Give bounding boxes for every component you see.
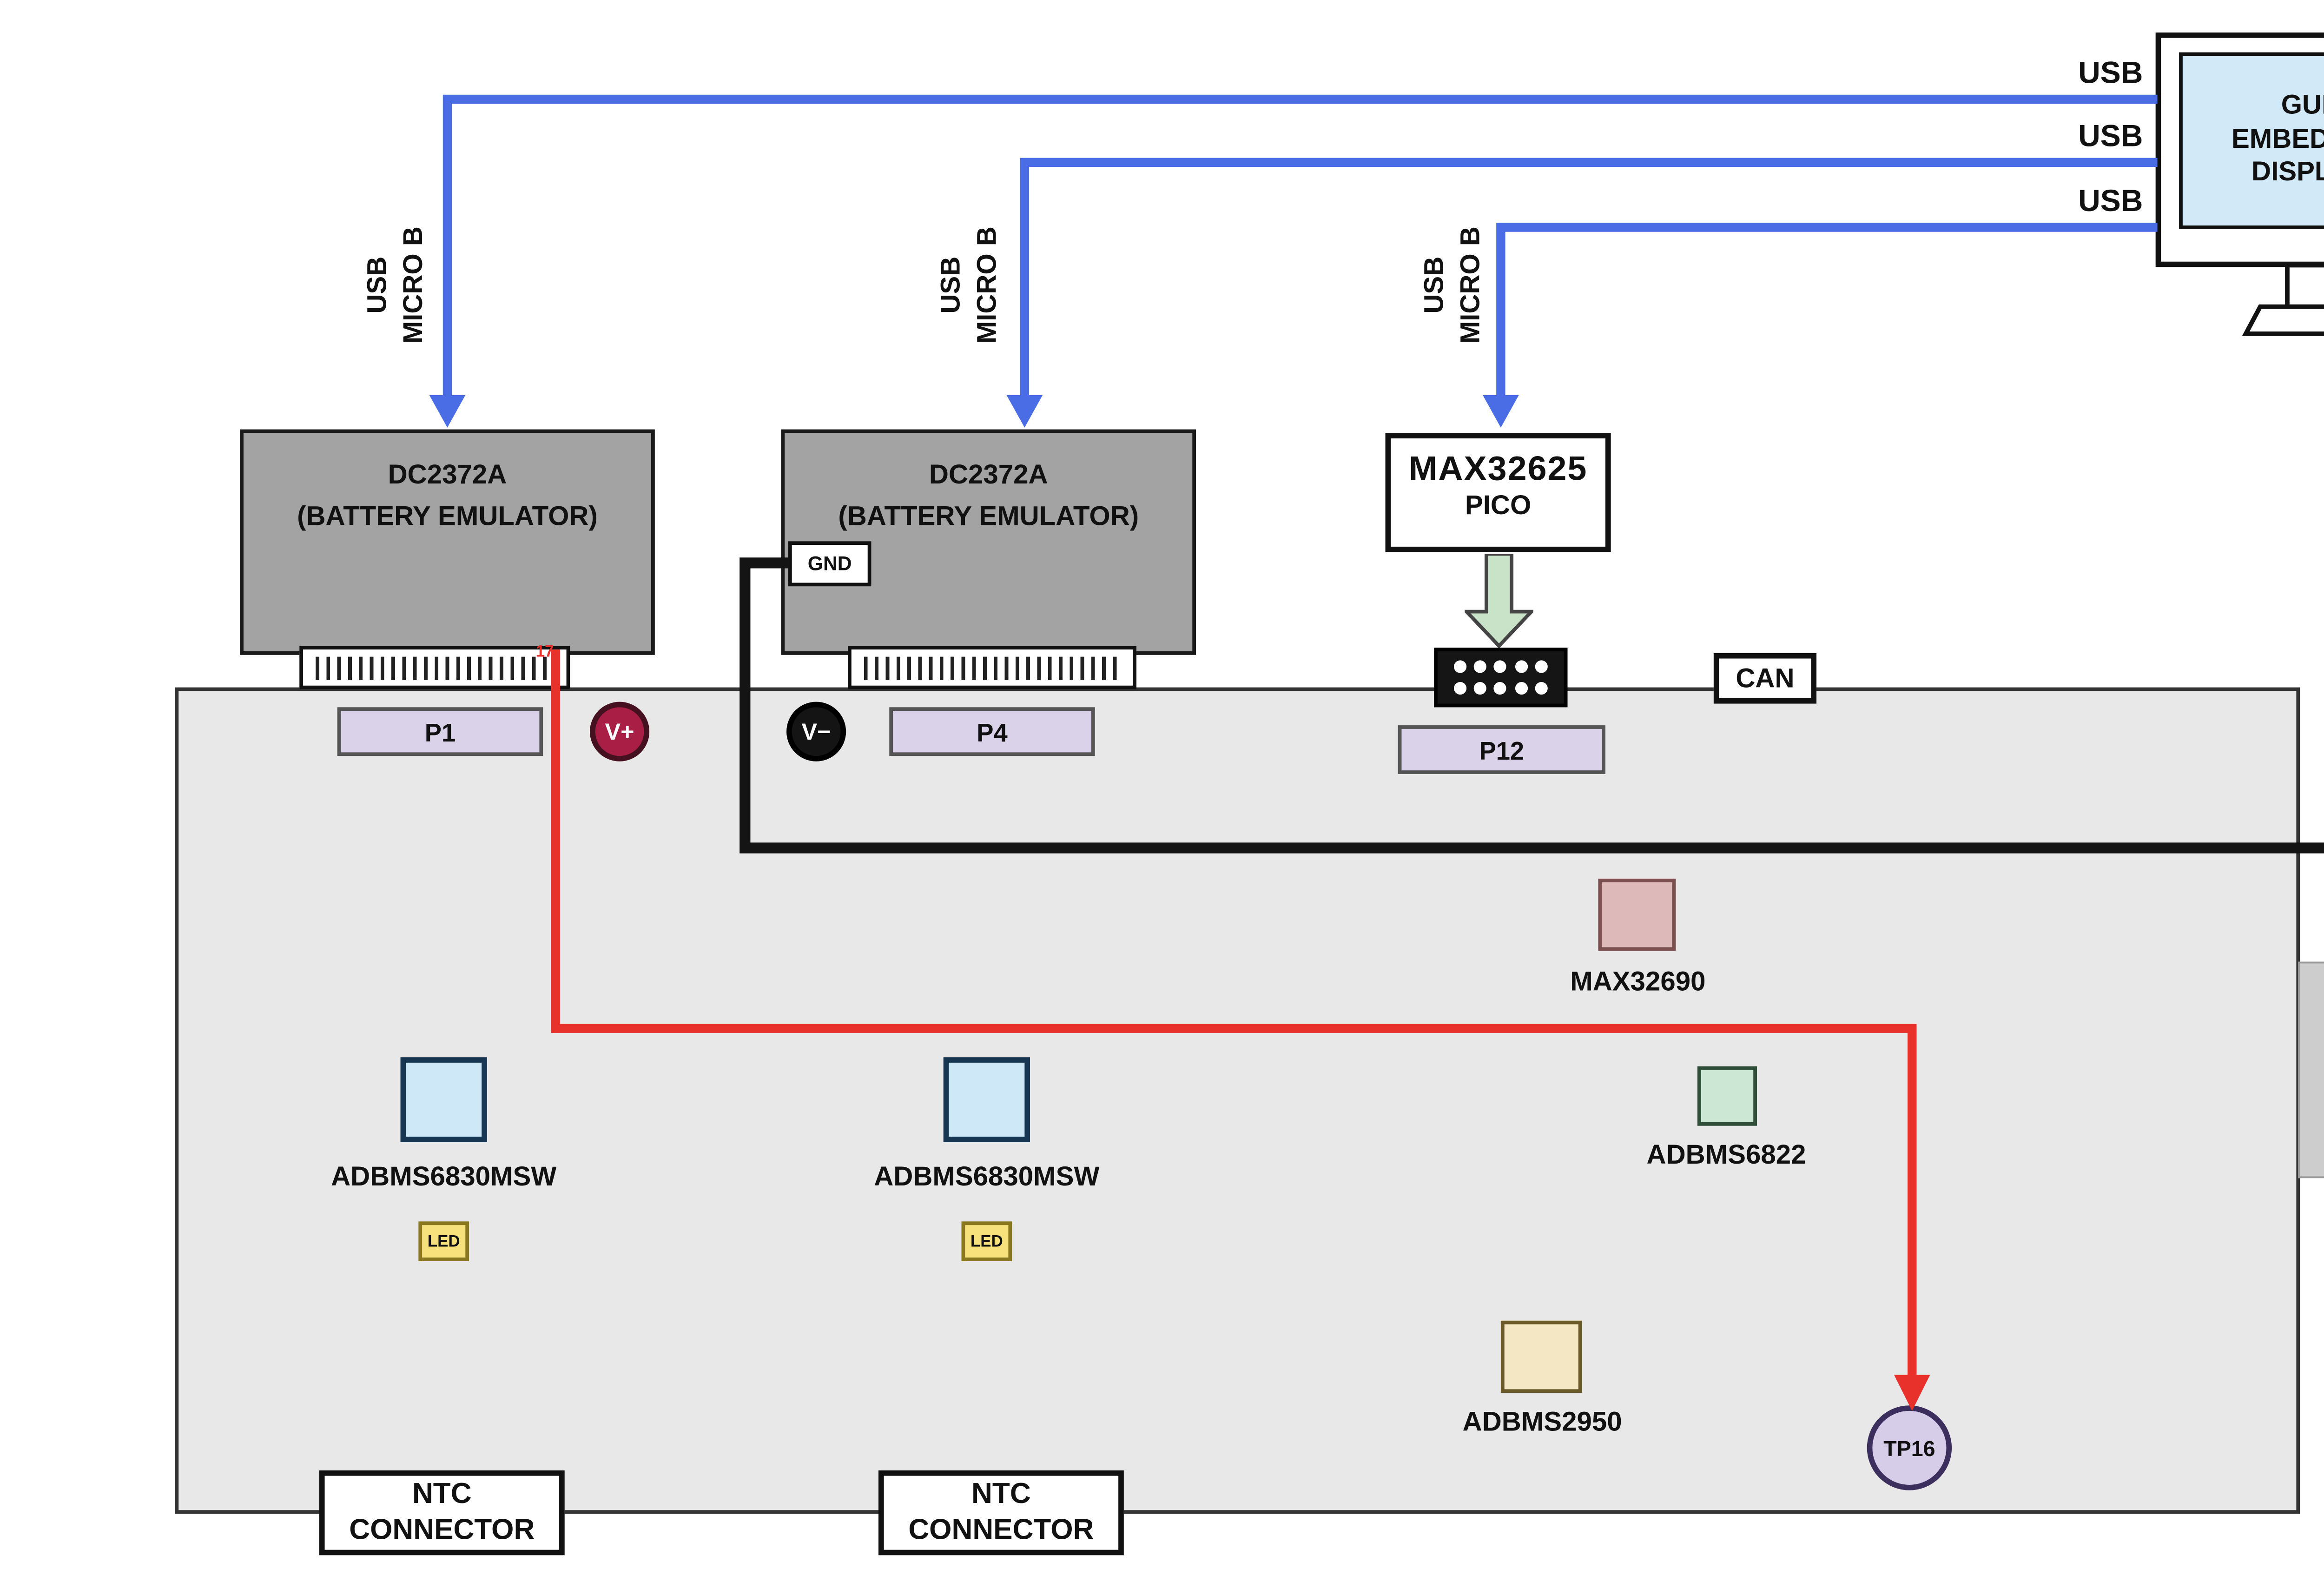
adbms6830-label-2: ADBMS6830MSW — [874, 1162, 1100, 1193]
usb-cable-1 — [429, 94, 2158, 428]
adbms6822-label: ADBMS6822 — [1646, 1140, 1806, 1171]
usb-micro-b-label-2: USB MICRO B — [936, 226, 1002, 344]
vplus-terminal: V+ — [590, 702, 650, 761]
adbms6830-chip-1 — [400, 1057, 487, 1142]
led-indicator-1: LED — [418, 1221, 469, 1261]
pin-17-label: 17 — [535, 642, 554, 661]
p12-connector: P12 — [1398, 725, 1606, 774]
adbms6822-chip — [1697, 1066, 1757, 1126]
gui-display-monitor: GUI/ EMBEDDED DISPLAY — [2155, 32, 2324, 267]
usb-label-1: USB — [2078, 56, 2143, 91]
can-connector: CAN — [1713, 653, 1817, 704]
gnd-terminal: GND — [788, 541, 872, 587]
pin-dot-icon — [1454, 661, 1467, 674]
p4-connector: P4 — [889, 707, 1095, 756]
pin-dot-icon — [1474, 661, 1487, 674]
pin-dot-icon — [1494, 661, 1507, 674]
gui-display-label: GUI/ EMBEDDED DISPLAY — [2231, 90, 2324, 189]
usb-label-2: USB — [2078, 119, 2143, 153]
p1-connector: P1 — [337, 707, 543, 756]
led-indicator-2: LED — [961, 1221, 1012, 1261]
pico-subtitle: PICO — [1465, 490, 1532, 522]
ntc-connector-2: NTC CONNECTOR — [878, 1470, 1124, 1556]
down-arrow-icon — [1465, 554, 1533, 648]
usb-cable-3 — [1483, 223, 2158, 428]
gui-display-screen: GUI/ EMBEDDED DISPLAY — [2179, 52, 2324, 229]
pin-dot-icon — [1514, 661, 1527, 674]
usb-micro-b-label-1: USB MICRO B — [363, 226, 429, 344]
emulator-2-pin-header — [848, 646, 1136, 689]
max32690-chip — [1598, 878, 1676, 951]
ntc-connector-1: NTC CONNECTOR — [319, 1470, 565, 1556]
tp16-testpoint: TP16 — [1867, 1405, 1952, 1490]
pin-dot-icon — [1535, 661, 1548, 674]
max32625-pico: MAX32625 PICO — [1385, 433, 1611, 552]
adbms2950-chip — [1500, 1320, 1582, 1393]
battery-emulator-1: DC2372A (BATTERY EMULATOR) — [240, 429, 655, 655]
emulator-2-title: DC2372A — [929, 460, 1048, 491]
pin-dot-icon — [1454, 682, 1467, 695]
usb-cable-2 — [1006, 158, 2158, 428]
adbms2950-label: ADBMS2950 — [1462, 1407, 1622, 1438]
usb-micro-b-label-3: USB MICRO B — [1419, 226, 1486, 344]
main-bms-board — [175, 687, 2300, 1514]
pin-dot-icon — [1514, 682, 1527, 695]
max32690-label: MAX32690 — [1570, 967, 1706, 998]
pin-dot-icon — [1535, 682, 1548, 695]
shunt-mounting-tabs — [2298, 961, 2324, 1178]
emulator-1-subtitle: (BATTERY EMULATOR) — [297, 502, 598, 533]
adbms6830-chip-2 — [943, 1057, 1030, 1142]
adbms6830-label-1: ADBMS6830MSW — [331, 1162, 557, 1193]
pin-dot-icon — [1494, 682, 1507, 695]
emulator-1-title: DC2372A — [388, 460, 507, 491]
pin-comb-icon — [316, 655, 554, 680]
pico-title: MAX32625 — [1408, 451, 1588, 489]
emulator-2-subtitle: (BATTERY EMULATOR) — [838, 502, 1139, 533]
pin-comb-icon — [864, 655, 1121, 680]
usb-label-3: USB — [2078, 184, 2143, 218]
emulator-1-pin-header — [299, 646, 570, 689]
vminus-terminal: V− — [786, 702, 846, 761]
pin-dot-icon — [1474, 682, 1487, 695]
monitor-stand — [2242, 265, 2324, 336]
p12-pin-socket — [1434, 648, 1568, 708]
